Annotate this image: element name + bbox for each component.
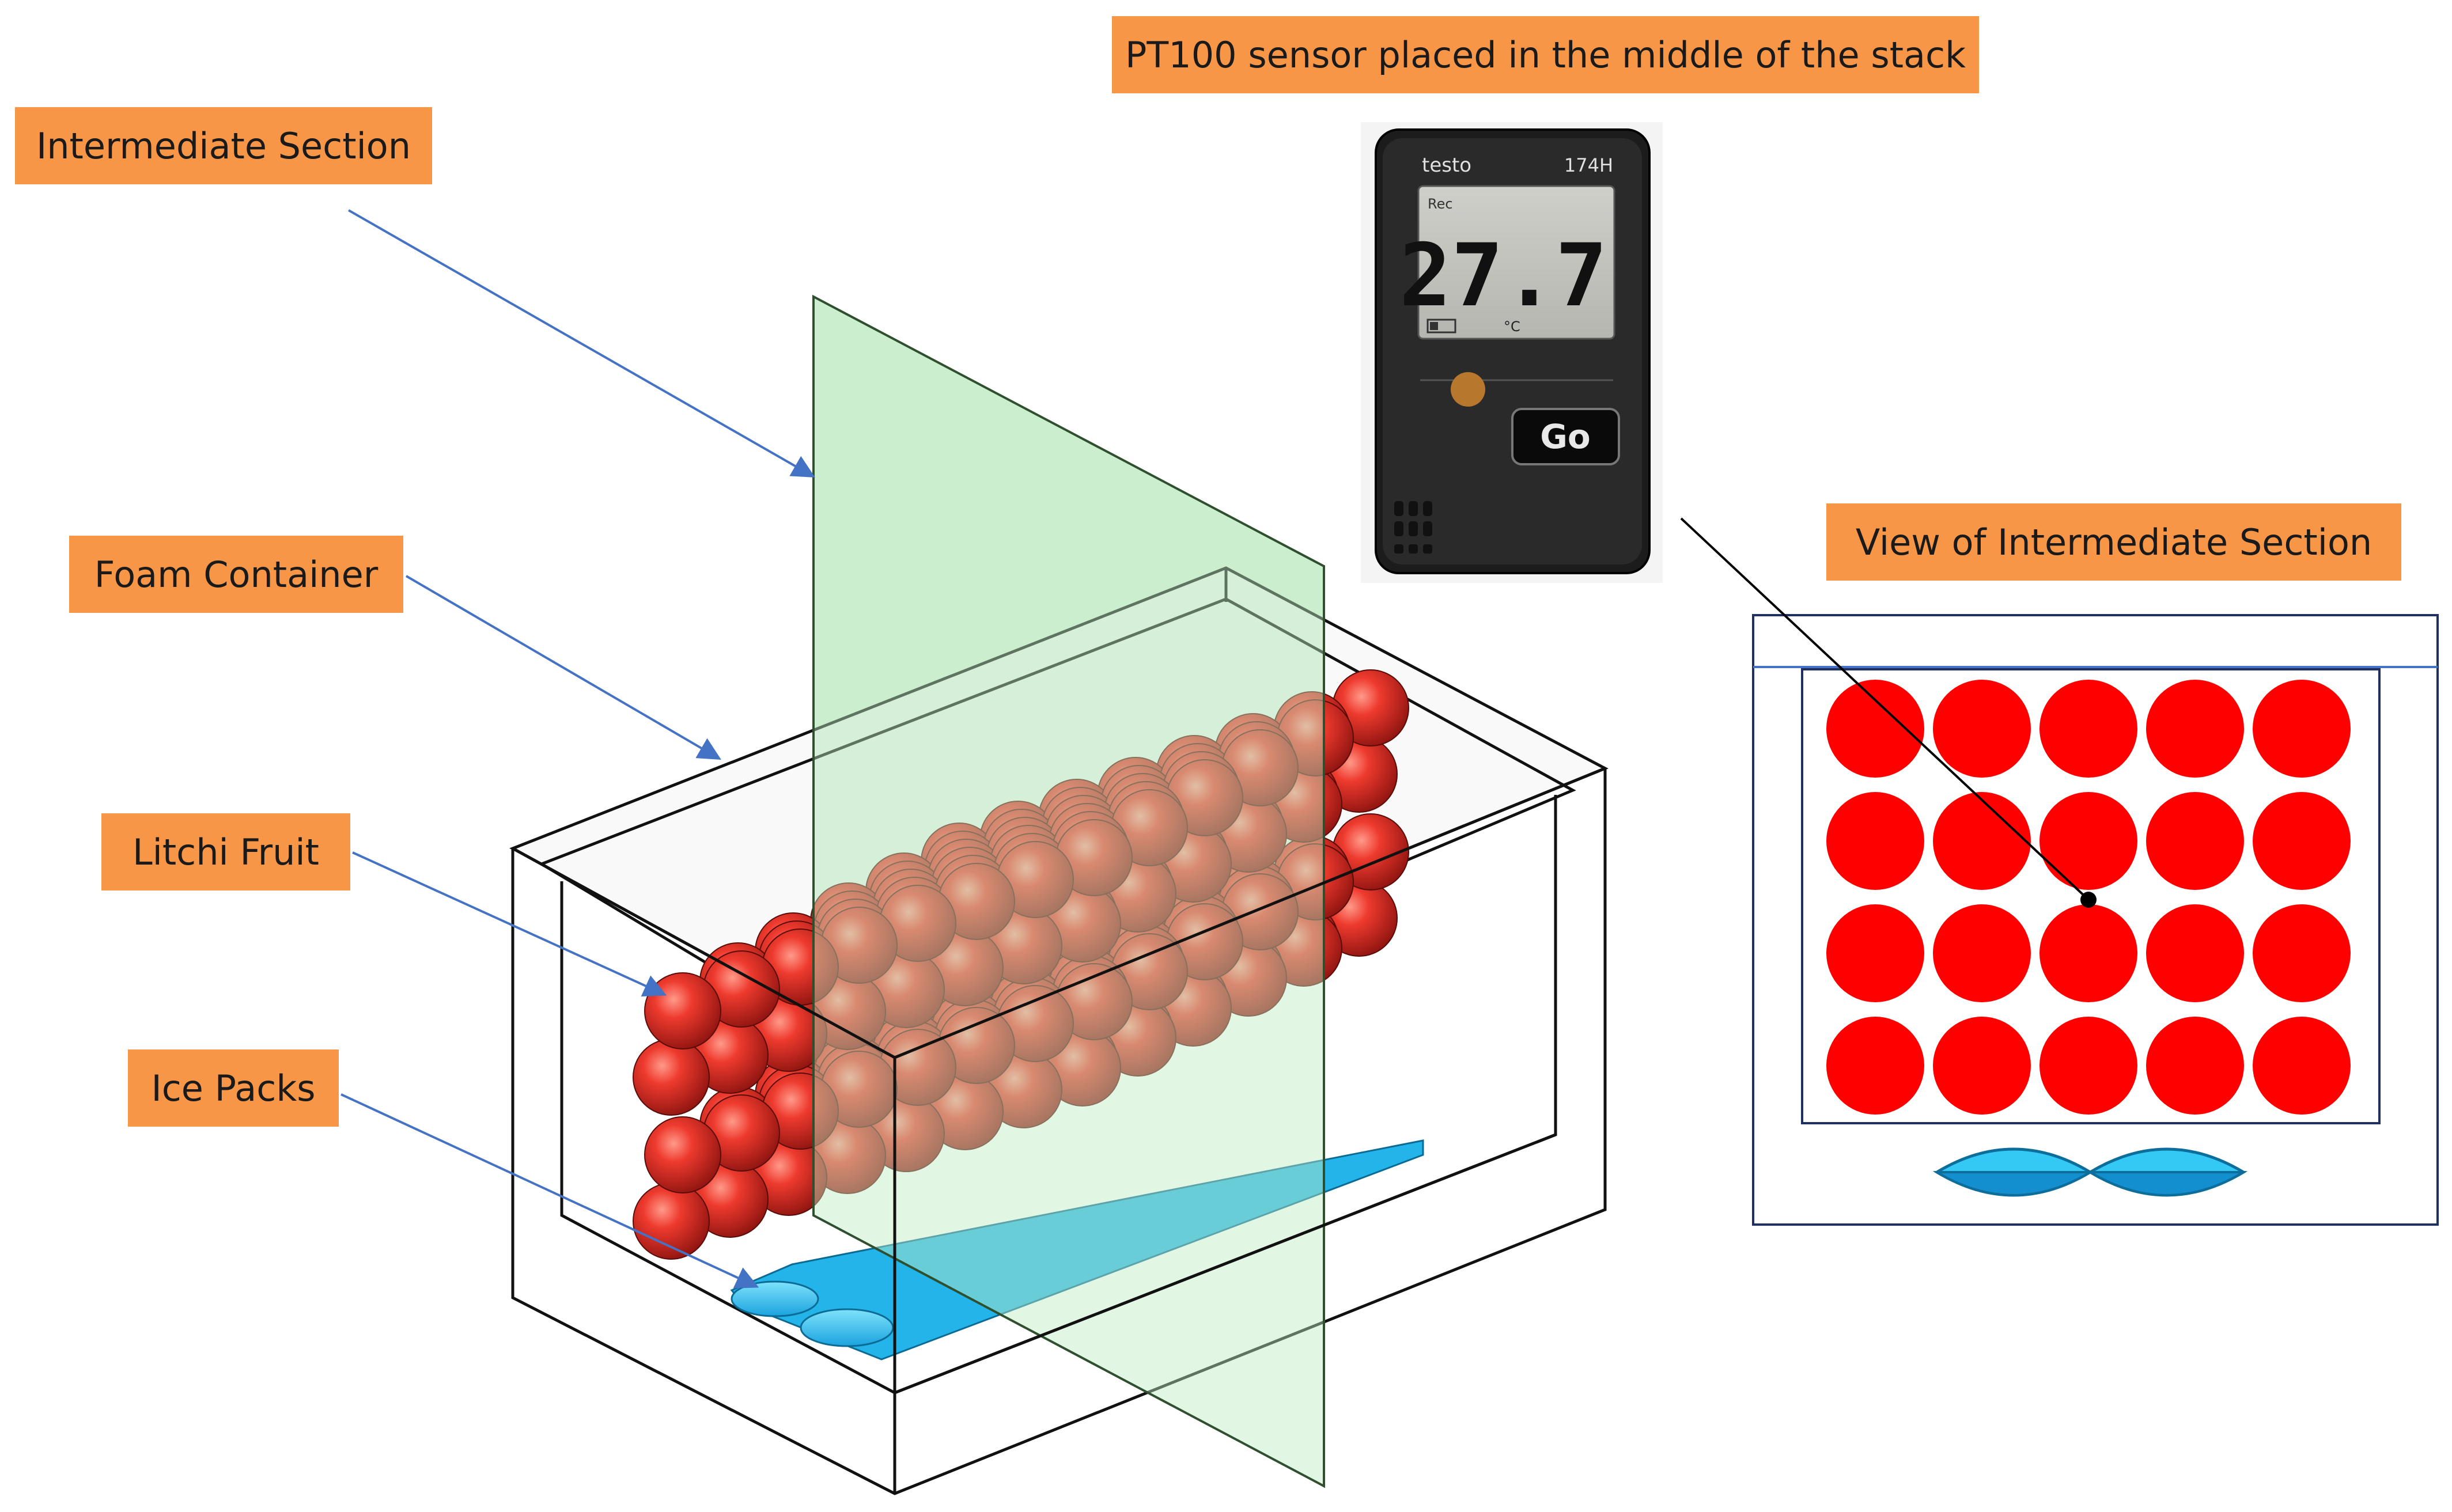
section-fruit (2146, 680, 2244, 778)
foam-container-front-edges (512, 767, 1606, 1494)
section-fruit (1826, 1017, 1924, 1115)
section-fruit-grid (1826, 680, 2351, 1115)
section-fruit (1933, 1017, 2031, 1115)
section-fruit (2039, 1017, 2137, 1115)
intermediate-section-label: Intermediate Section (15, 107, 432, 184)
litchi-fruit (644, 1116, 721, 1193)
section-fruit (2253, 904, 2351, 1002)
foam-container-arrow (405, 575, 721, 760)
foam-container-label: Foam Container (69, 536, 403, 613)
litchi-fruit (644, 972, 721, 1049)
section-fruit (2253, 792, 2351, 890)
logger-brand: testo (1422, 154, 1471, 177)
section-fruit (2253, 1017, 2351, 1115)
litchi-fruit (633, 1039, 710, 1116)
section-fruit (1933, 904, 2031, 1002)
section-fruit (2039, 680, 2137, 778)
logger-display (1417, 185, 1615, 340)
sensor-label: PT100 sensor placed in the middle of the… (1112, 16, 1979, 93)
section-fruit (1933, 680, 2031, 778)
data-logger-device: testo 174H Rec 27.7 °C Go (1361, 122, 1663, 583)
callout-arrows (340, 209, 815, 1289)
section-fruit (1826, 680, 1924, 778)
litchi-fruit-arrow (352, 851, 667, 996)
section-fruit (1826, 904, 1924, 1002)
ice-packs-arrow (340, 1093, 759, 1289)
logger-unit: °C (1504, 319, 1520, 335)
vent-slots-icon (1394, 501, 1432, 554)
section-fruit (2253, 680, 2351, 778)
ice-packs-3d (730, 1139, 1424, 1361)
go-button-label: Go (1540, 417, 1590, 456)
section-fruit (2146, 1017, 2244, 1115)
testo-logo-icon (1451, 372, 1485, 407)
section-fruit (2146, 904, 2244, 1002)
litchi-fruit-stack (633, 669, 1409, 1260)
section-view (1752, 614, 2439, 1226)
sensor-point-marker (2080, 892, 2097, 908)
section-fruit (2039, 904, 2137, 1002)
intermediate-section-arrow (348, 209, 815, 478)
section-plane (812, 294, 1325, 1488)
view-section-label: View of Intermediate Section (1826, 503, 2401, 581)
section-fruit (2146, 792, 2244, 890)
sensor-pointer (1680, 517, 2097, 908)
section-fruit (1933, 792, 2031, 890)
logger-model: 174H (1564, 154, 1613, 176)
logger-mode: Rec (1428, 196, 1453, 212)
section-fruit (1826, 792, 1924, 890)
litchi-fruit-label: Litchi Fruit (101, 813, 350, 890)
section-ice-packs (1932, 1147, 2248, 1197)
logger-reading: 27.7 (1399, 226, 1607, 326)
ice-packs-label: Ice Packs (128, 1049, 339, 1127)
section-fruit (2039, 792, 2137, 890)
battery-icon (1426, 319, 1456, 334)
go-button (1511, 408, 1620, 465)
